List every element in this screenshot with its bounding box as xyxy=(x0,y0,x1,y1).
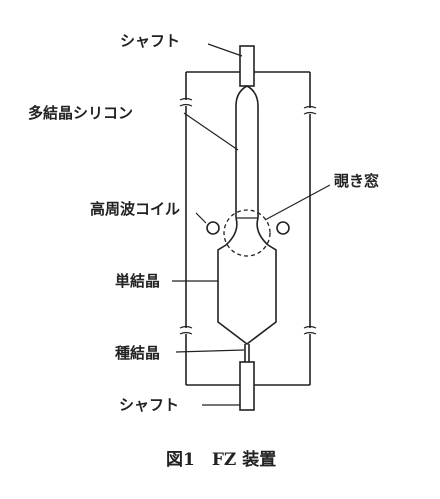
bottom-shaft xyxy=(239,361,255,411)
label-rf-coil: 高周波コイル xyxy=(90,200,180,218)
viewing-window-circle xyxy=(223,209,271,257)
molten-zone xyxy=(225,217,269,246)
rf-coil xyxy=(206,221,290,235)
label-shaft-top: シャフト xyxy=(120,32,180,50)
leader-lines xyxy=(172,43,331,406)
label-viewing-window: 覗き窓 xyxy=(334,172,379,190)
label-shaft-bottom: シャフト xyxy=(119,396,179,414)
polysilicon-rod xyxy=(235,85,259,218)
label-polysilicon: 多結晶シリコン xyxy=(28,104,133,122)
seed-crystal xyxy=(244,344,250,362)
label-seed-crystal: 種結晶 xyxy=(115,344,160,362)
chamber-frame xyxy=(179,71,317,386)
single-crystal-body xyxy=(217,244,277,346)
top-shaft xyxy=(239,45,255,87)
figure-caption: 図1 FZ 装置 xyxy=(166,449,276,470)
label-single-crystal: 単結晶 xyxy=(115,272,160,290)
